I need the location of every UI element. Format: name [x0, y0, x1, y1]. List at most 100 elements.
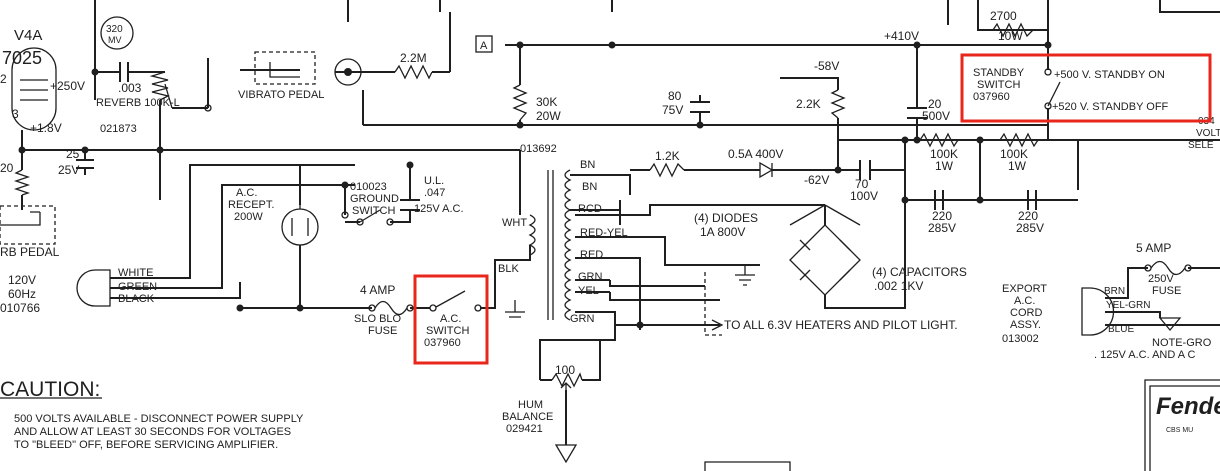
ac-receptacle — [281, 205, 319, 246]
capacitor-220-b — [1027, 190, 1037, 210]
label-slo-blo-1: SLO BLO — [354, 313, 402, 325]
resistor-2-2m — [394, 64, 433, 80]
label-ac-switch-part: 037960 — [424, 337, 461, 349]
export-plug — [1081, 287, 1115, 336]
label-standby-1: STANDBY — [973, 67, 1025, 79]
vibrato-pedal-jack — [254, 51, 362, 86]
label-gnd-sw-1: 010023 — [350, 181, 387, 193]
label-100k-a-w: 1W — [935, 159, 954, 173]
label-export-1: EXPORT — [1002, 283, 1047, 295]
cathode-voltage: +1.8V — [30, 121, 62, 135]
highlight-standby-switch — [960, 53, 1212, 123]
label-2700-w: 10W — [998, 29, 1023, 43]
label-2-2m: 2.2M — [400, 51, 427, 65]
standby-switch-symbol — [1044, 68, 1061, 110]
label-reverb-pot: REVERB 100K-L — [96, 97, 180, 109]
label-80-v: 75V — [662, 103, 683, 117]
label-62v: -62V — [804, 173, 829, 187]
badge-320mv — [100, 16, 134, 50]
label-250v-1: 250V — [1148, 273, 1174, 285]
label-diodes-2: 1A 800V — [700, 225, 745, 239]
label-wire-black: BLACK — [118, 293, 155, 305]
badge-320: 320 — [106, 24, 123, 35]
label-export-blue: BLUE — [1108, 324, 1134, 335]
label-5amp: 5 AMP — [1136, 241, 1171, 255]
label-mains-part: 010766 — [0, 301, 40, 315]
label-export-4: ASSY. — [1010, 319, 1041, 331]
label-reverb-part: 021873 — [100, 123, 137, 135]
label-wire-white: WHITE — [118, 267, 153, 279]
label-fuse-05a: 0.5A 400V — [728, 147, 783, 161]
label-transformer-part: 013692 — [520, 143, 557, 155]
label-30k-w: 20W — [536, 109, 561, 123]
label-100k-b-w: 1W — [1008, 159, 1027, 173]
label-diodes-1: (4) DIODES — [694, 211, 758, 225]
label-recept-2: RECEPT. — [228, 199, 274, 211]
lead-red-yel: RED-YEL — [580, 227, 628, 239]
label-220-a-v: 285V — [928, 221, 956, 235]
label-recept-3: 200W — [234, 211, 263, 223]
label-c70: 70 — [855, 177, 869, 191]
label-volt-sel-2: VOLT — [1196, 128, 1220, 139]
label-220-b-v: 285V — [1016, 221, 1044, 235]
label-c003: .003 — [118, 81, 142, 95]
label-standby-2: SWITCH — [977, 79, 1020, 91]
hum-balance-pot — [551, 372, 583, 392]
label-cap-ul-2: .047 — [424, 187, 445, 199]
label-heaters: TO ALL 6.3V HEATERS AND PILOT LIGHT. — [724, 318, 958, 332]
capacitor-ul — [400, 199, 420, 211]
fender-logo-small: CBS MU — [1166, 427, 1193, 434]
bridge-rectifier — [789, 204, 861, 296]
lead-rcd: RCD — [578, 203, 602, 215]
rb-pedal-box — [0, 205, 56, 245]
label-box-a: A — [480, 40, 488, 52]
lead-bn: BN — [582, 181, 597, 193]
label-export-2: A.C. — [1014, 295, 1035, 307]
label-2-2k: 2.2K — [796, 97, 821, 111]
label-export-yelgrn: YEL-GRN — [1106, 300, 1150, 311]
label-standby-on: +500 V. STANDBY ON — [1054, 69, 1165, 81]
label-volt-sel-3: SELE — [1188, 140, 1214, 151]
label-220-a: 220 — [932, 209, 952, 223]
badge-mv: MV — [108, 35, 122, 45]
box-a — [475, 35, 493, 53]
resistor-100k-a — [919, 132, 959, 148]
caution-line-3: TO "BLEED" OFF, BEFORE SERVICING AMPLIFI… — [14, 439, 278, 451]
tube-pin-3: 3 — [12, 107, 19, 121]
ground-symbols — [505, 265, 1182, 464]
bottom-box — [704, 461, 791, 471]
label-58v: -58V — [814, 59, 839, 73]
tube-type: 7025 — [2, 48, 42, 68]
label-recept-1: A.C. — [236, 187, 257, 199]
label-c25: 25 — [66, 147, 80, 161]
label-c20-v: 500V — [922, 109, 950, 123]
ac-switch-symbol — [429, 290, 482, 312]
resistor-2-2k — [830, 89, 846, 119]
resistor-100k-b — [999, 132, 1039, 148]
tube-pin-2: 2 — [0, 72, 7, 86]
label-rb-pedal: RB PEDAL — [0, 245, 60, 259]
label-hum-part: 029421 — [506, 423, 543, 435]
label-100k-b: 100K — [1000, 147, 1028, 161]
label-2700: 2700 — [990, 9, 1017, 23]
caution-title: CAUTION: — [0, 378, 100, 401]
lead-wht: WHT — [502, 217, 527, 229]
label-standby-part: 037960 — [973, 91, 1010, 103]
label-ac-switch-1: A.C. — [440, 313, 461, 325]
lead-yel: YEL — [578, 285, 599, 297]
lead-grn2: GRN — [570, 313, 595, 325]
label-100k-a: 100K — [930, 147, 958, 161]
caution-line-2: AND ALLOW AT LEAST 30 SECONDS FOR VOLTAG… — [14, 426, 291, 438]
fender-label-box — [1144, 379, 1220, 471]
label-vibrato-pedal: VIBRATO PEDAL — [238, 89, 324, 101]
label-c70-v: 100V — [850, 189, 878, 203]
wire-network — [21, 0, 1220, 445]
label-hum-2: BALANCE — [502, 411, 553, 423]
lead-blk: BLK — [498, 263, 519, 275]
lead-red: RED — [580, 249, 603, 261]
capacitor-25 — [76, 159, 94, 169]
highlight-ac-switch — [413, 274, 489, 365]
label-note-1: NOTE-GRO — [1152, 337, 1212, 349]
slo-blo-fuse — [368, 300, 414, 316]
ground-switch-symbol — [341, 209, 394, 226]
